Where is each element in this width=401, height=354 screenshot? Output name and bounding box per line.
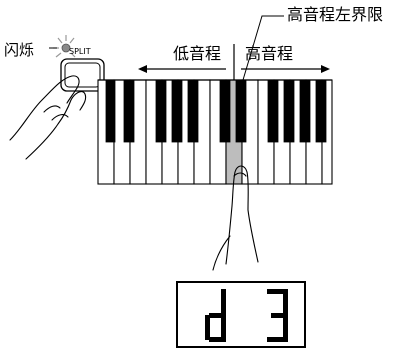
- lcd-display: d 3: [176, 281, 306, 348]
- black-key[interactable]: [267, 79, 279, 143]
- black-key[interactable]: [155, 79, 167, 143]
- black-key[interactable]: [171, 79, 183, 143]
- black-key[interactable]: [283, 79, 295, 143]
- black-key[interactable]: [187, 79, 199, 143]
- black-key[interactable]: [219, 79, 231, 143]
- piano-keyboard: [97, 79, 333, 185]
- black-key[interactable]: [105, 79, 116, 143]
- key-press-hand-icon: [212, 165, 259, 271]
- split-indicator-icon: [61, 43, 71, 53]
- split-button-label: SPLIT: [69, 47, 91, 56]
- black-key[interactable]: [299, 79, 311, 143]
- flash-rays-icon: [53, 35, 76, 58]
- black-key[interactable]: [235, 79, 247, 143]
- pressing-hand-icon: [9, 75, 87, 160]
- flash-label: 闪烁: [4, 41, 35, 59]
- low-range-label: 低音程: [173, 44, 222, 63]
- black-key[interactable]: [123, 79, 135, 143]
- split-button[interactable]: [60, 58, 105, 92]
- split-point-label: 高音程左界限: [287, 5, 384, 24]
- black-key[interactable]: [315, 79, 327, 143]
- high-range-label: 高音程: [245, 44, 294, 63]
- range-arrows: [138, 65, 330, 73]
